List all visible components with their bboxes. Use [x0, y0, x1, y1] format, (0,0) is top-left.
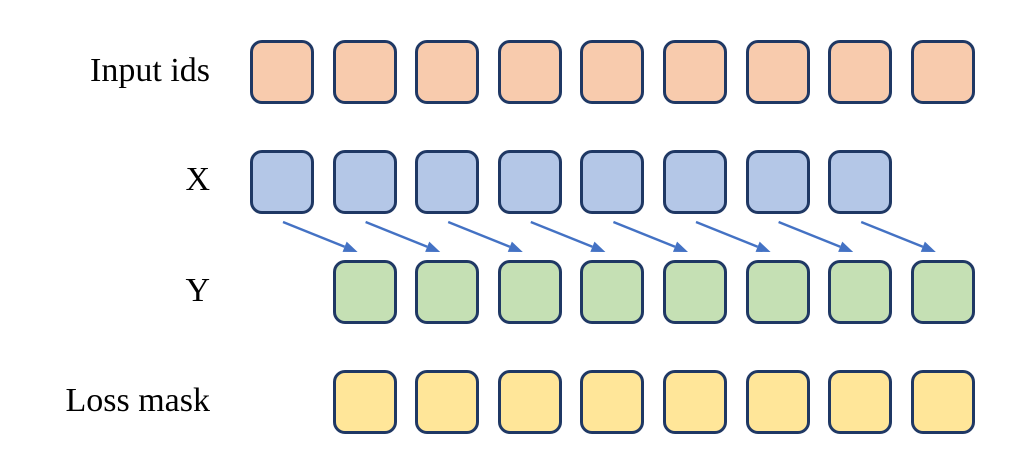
token-box-loss-mask-1: [332, 370, 397, 434]
token-box-loss-mask-2: [415, 370, 480, 434]
token-box-input-ids-3: [415, 40, 480, 104]
token-box-x-2: [332, 150, 397, 214]
token-box-x-1: [250, 150, 314, 214]
token-box-x-4: [497, 150, 562, 214]
token-box-x-5: [580, 150, 645, 214]
token-box-loss-mask-4: [580, 370, 645, 434]
token-box-y-1: [332, 260, 397, 324]
shift-arrow-6: [695, 220, 771, 252]
token-box-x-7: [745, 150, 810, 214]
token-box-y-8: [910, 260, 975, 324]
token-box-x-3: [415, 150, 480, 214]
token-box-loss-mask-6: [745, 370, 810, 434]
shift-arrow-5: [612, 220, 688, 252]
row-label-y: Y: [185, 272, 210, 309]
shift-arrow-2: [365, 220, 441, 252]
token-box-loss-mask-7: [828, 370, 893, 434]
token-box-y-2: [415, 260, 480, 324]
shift-arrow-3: [447, 220, 523, 252]
token-box-input-ids-8: [828, 40, 893, 104]
token-box-y-6: [745, 260, 810, 324]
row-label-x: X: [185, 161, 210, 198]
shift-arrow-4: [530, 220, 606, 252]
token-box-input-ids-6: [663, 40, 727, 104]
token-box-input-ids-5: [580, 40, 645, 104]
token-box-y-5: [663, 260, 727, 324]
shift-arrow-7: [778, 220, 854, 252]
token-box-x-8: [828, 150, 893, 214]
token-box-input-ids-1: [250, 40, 314, 104]
token-box-loss-mask-8: [910, 370, 975, 434]
token-box-input-ids-9: [910, 40, 975, 104]
row-label-loss-mask: Loss mask: [65, 382, 211, 419]
token-box-x-6: [663, 150, 727, 214]
token-box-input-ids-4: [497, 40, 562, 104]
token-box-input-ids-7: [745, 40, 810, 104]
token-box-loss-mask-3: [497, 370, 562, 434]
token-box-input-ids-2: [332, 40, 397, 104]
row-label-input-ids: Input ids: [90, 52, 210, 89]
token-box-y-7: [828, 260, 893, 324]
token-box-y-3: [497, 260, 562, 324]
token-box-y-4: [580, 260, 645, 324]
token-box-loss-mask-5: [663, 370, 727, 434]
shift-arrow-1: [282, 220, 358, 252]
shift-arrow-8: [860, 220, 936, 252]
